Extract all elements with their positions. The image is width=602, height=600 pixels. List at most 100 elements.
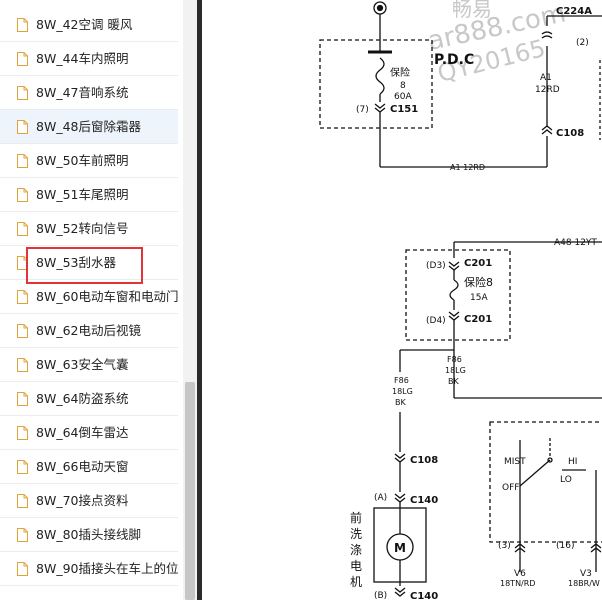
document-icon <box>17 18 28 32</box>
c140-lower-label: C140 <box>410 591 438 600</box>
sidebar-item[interactable]: 8W_51车尾照明 <box>0 178 178 212</box>
document-icon <box>17 494 28 508</box>
sidebar-item[interactable]: 8W_66电动天窗 <box>0 450 178 484</box>
pin-b: (B) <box>374 591 387 600</box>
sidebar-item[interactable]: 8W_70接点资料 <box>0 484 178 518</box>
sidebar-item-label: 8W_60电动车窗和电动门 <box>36 289 179 304</box>
sidebar-item-label: 8W_44车内照明 <box>36 51 129 66</box>
sidebar-item[interactable]: 8W_63安全气囊 <box>0 348 178 382</box>
v6-wire-code: V6 <box>514 569 526 579</box>
fuse-mid-name: 保险8 <box>464 275 493 289</box>
sidebar-item[interactable]: 8W_60电动车窗和电动门 <box>0 280 178 314</box>
motor-label-4: 电 <box>350 559 362 573</box>
sidebar-scrollbar[interactable] <box>183 0 197 600</box>
f86-right-1: F86 <box>447 355 462 364</box>
sidebar-item-label: 8W_62电动后视镜 <box>36 323 141 338</box>
sidebar-item-label: 8W_53刮水器 <box>36 255 116 270</box>
sidebar-item[interactable]: 8W_62电动后视镜 <box>0 314 178 348</box>
motor-label-5: 机 <box>350 575 362 589</box>
panel-divider[interactable] <box>197 0 202 600</box>
fuse-15a-symbol <box>449 279 459 301</box>
a1-wire-bottom: A1 12RD <box>450 163 485 172</box>
document-icon <box>17 120 28 134</box>
document-icon <box>17 562 28 576</box>
d4-pin: (D4) <box>426 316 446 326</box>
sidebar-item-label: 8W_64防盗系统 <box>36 391 129 406</box>
c201-lower-label: C201 <box>464 314 492 325</box>
pdc-box <box>319 39 433 129</box>
file-list-sidebar: 8W_42空调 暖风 8W_44车内照明 8W_47音响系统 8W_48后窗除霜器 8W… <box>0 0 183 600</box>
fuse-60a-symbol <box>375 57 385 95</box>
sidebar-item-label: 8W_90插接头在车上的位 <box>36 561 179 576</box>
sidebar-item[interactable]: 8W_90插接头在车上的位 <box>0 552 178 586</box>
sidebar-item[interactable]: 8W_44车内照明 <box>0 42 178 76</box>
sidebar-item[interactable]: 8W_64倒车雷达 <box>0 416 178 450</box>
sidebar-item-label: 8W_66电动天窗 <box>36 459 129 474</box>
motor-m: M <box>394 541 406 555</box>
sidebar-item[interactable]: 8W_64防盗系统 <box>0 382 178 416</box>
sidebar-item-label: 8W_42空调 暖风 <box>36 17 133 32</box>
c140-upper-label: C140 <box>410 495 438 506</box>
document-icon <box>17 290 28 304</box>
f86-left-2: 18LG <box>392 387 413 396</box>
sidebar-item[interactable]: 8W_53刮水器 <box>0 246 178 280</box>
f86-left-3: BK <box>395 398 406 407</box>
document-icon <box>17 460 28 474</box>
sidebar-item-label: 8W_80插头接线脚 <box>36 527 141 542</box>
sidebar-item[interactable]: 8W_47音响系统 <box>0 76 178 110</box>
c151-label: C151 <box>390 104 418 115</box>
motor-label-3: 涤 <box>350 543 362 557</box>
c108-lower-label: C108 <box>410 455 438 466</box>
fuse-top-name: 保险 <box>390 66 410 79</box>
fuse-top-number: 8 <box>400 81 406 91</box>
scrollbar-thumb[interactable] <box>185 382 195 600</box>
sidebar-item-label: 8W_51车尾照明 <box>36 187 129 202</box>
document-icon <box>17 222 28 236</box>
c224a-pin: (2) <box>576 38 589 48</box>
document-icon <box>17 256 28 270</box>
document-icon <box>17 52 28 66</box>
f86-right-2: 18LG <box>445 366 466 375</box>
fuse-8-box <box>405 249 511 341</box>
sidebar-item[interactable]: 8W_80插头接线脚 <box>0 518 178 552</box>
c201-upper-label: C201 <box>464 258 492 269</box>
v6-wire-color: 18TN/RD <box>500 579 535 588</box>
motor-label-2: 洗 <box>350 527 362 541</box>
document-icon <box>17 324 28 338</box>
document-icon <box>17 392 28 406</box>
fuse-mid-rating: 15A <box>470 293 488 303</box>
document-icon <box>17 188 28 202</box>
a48-wire: A48 12YT <box>554 238 597 248</box>
v3-wire-code: V3 <box>580 569 592 579</box>
sidebar-item-label: 8W_47音响系统 <box>36 85 129 100</box>
sidebar-item-label: 8W_64倒车雷达 <box>36 425 129 440</box>
switch-hi: HI <box>568 457 577 467</box>
wiper-switch-box <box>489 421 602 543</box>
pin-a: (A) <box>374 493 387 503</box>
sidebar-item-label: 8W_70接点资料 <box>36 493 129 508</box>
document-icon <box>17 358 28 372</box>
document-icon <box>17 528 28 542</box>
pin-3: (3) <box>498 541 511 551</box>
document-icon <box>17 426 28 440</box>
c151-pin: (7) <box>356 105 369 115</box>
watermark-line-1: 畅易 <box>452 0 492 21</box>
d3-pin: (D3) <box>426 261 446 271</box>
document-icon <box>17 154 28 168</box>
f86-right-3: BK <box>448 377 459 386</box>
sidebar-item-label: 8W_52转向信号 <box>36 221 129 236</box>
pin-16: (16) <box>556 541 574 551</box>
sidebar-item-label: 8W_48后窗除霜器 <box>36 119 141 134</box>
switch-off: OFF <box>502 483 519 493</box>
wiring-diagram-panel: 畅易 ar888.com QY20165 <box>202 0 602 600</box>
sidebar-item-label: 8W_50车前照明 <box>36 153 129 168</box>
sidebar-item[interactable]: 8W_48后窗除霜器 <box>0 110 178 144</box>
fuse-top-rating: 60A <box>394 92 412 102</box>
motor-label-1: 前 <box>350 510 362 525</box>
f86-left-1: F86 <box>394 376 409 385</box>
sidebar-item[interactable]: 8W_50车前照明 <box>0 144 178 178</box>
sidebar-item[interactable]: 8W_52转向信号 <box>0 212 178 246</box>
v3-wire-color: 18BR/W <box>568 579 600 588</box>
c108-label: C108 <box>556 128 584 139</box>
sidebar-item[interactable]: 8W_42空调 暖风 <box>0 8 178 42</box>
